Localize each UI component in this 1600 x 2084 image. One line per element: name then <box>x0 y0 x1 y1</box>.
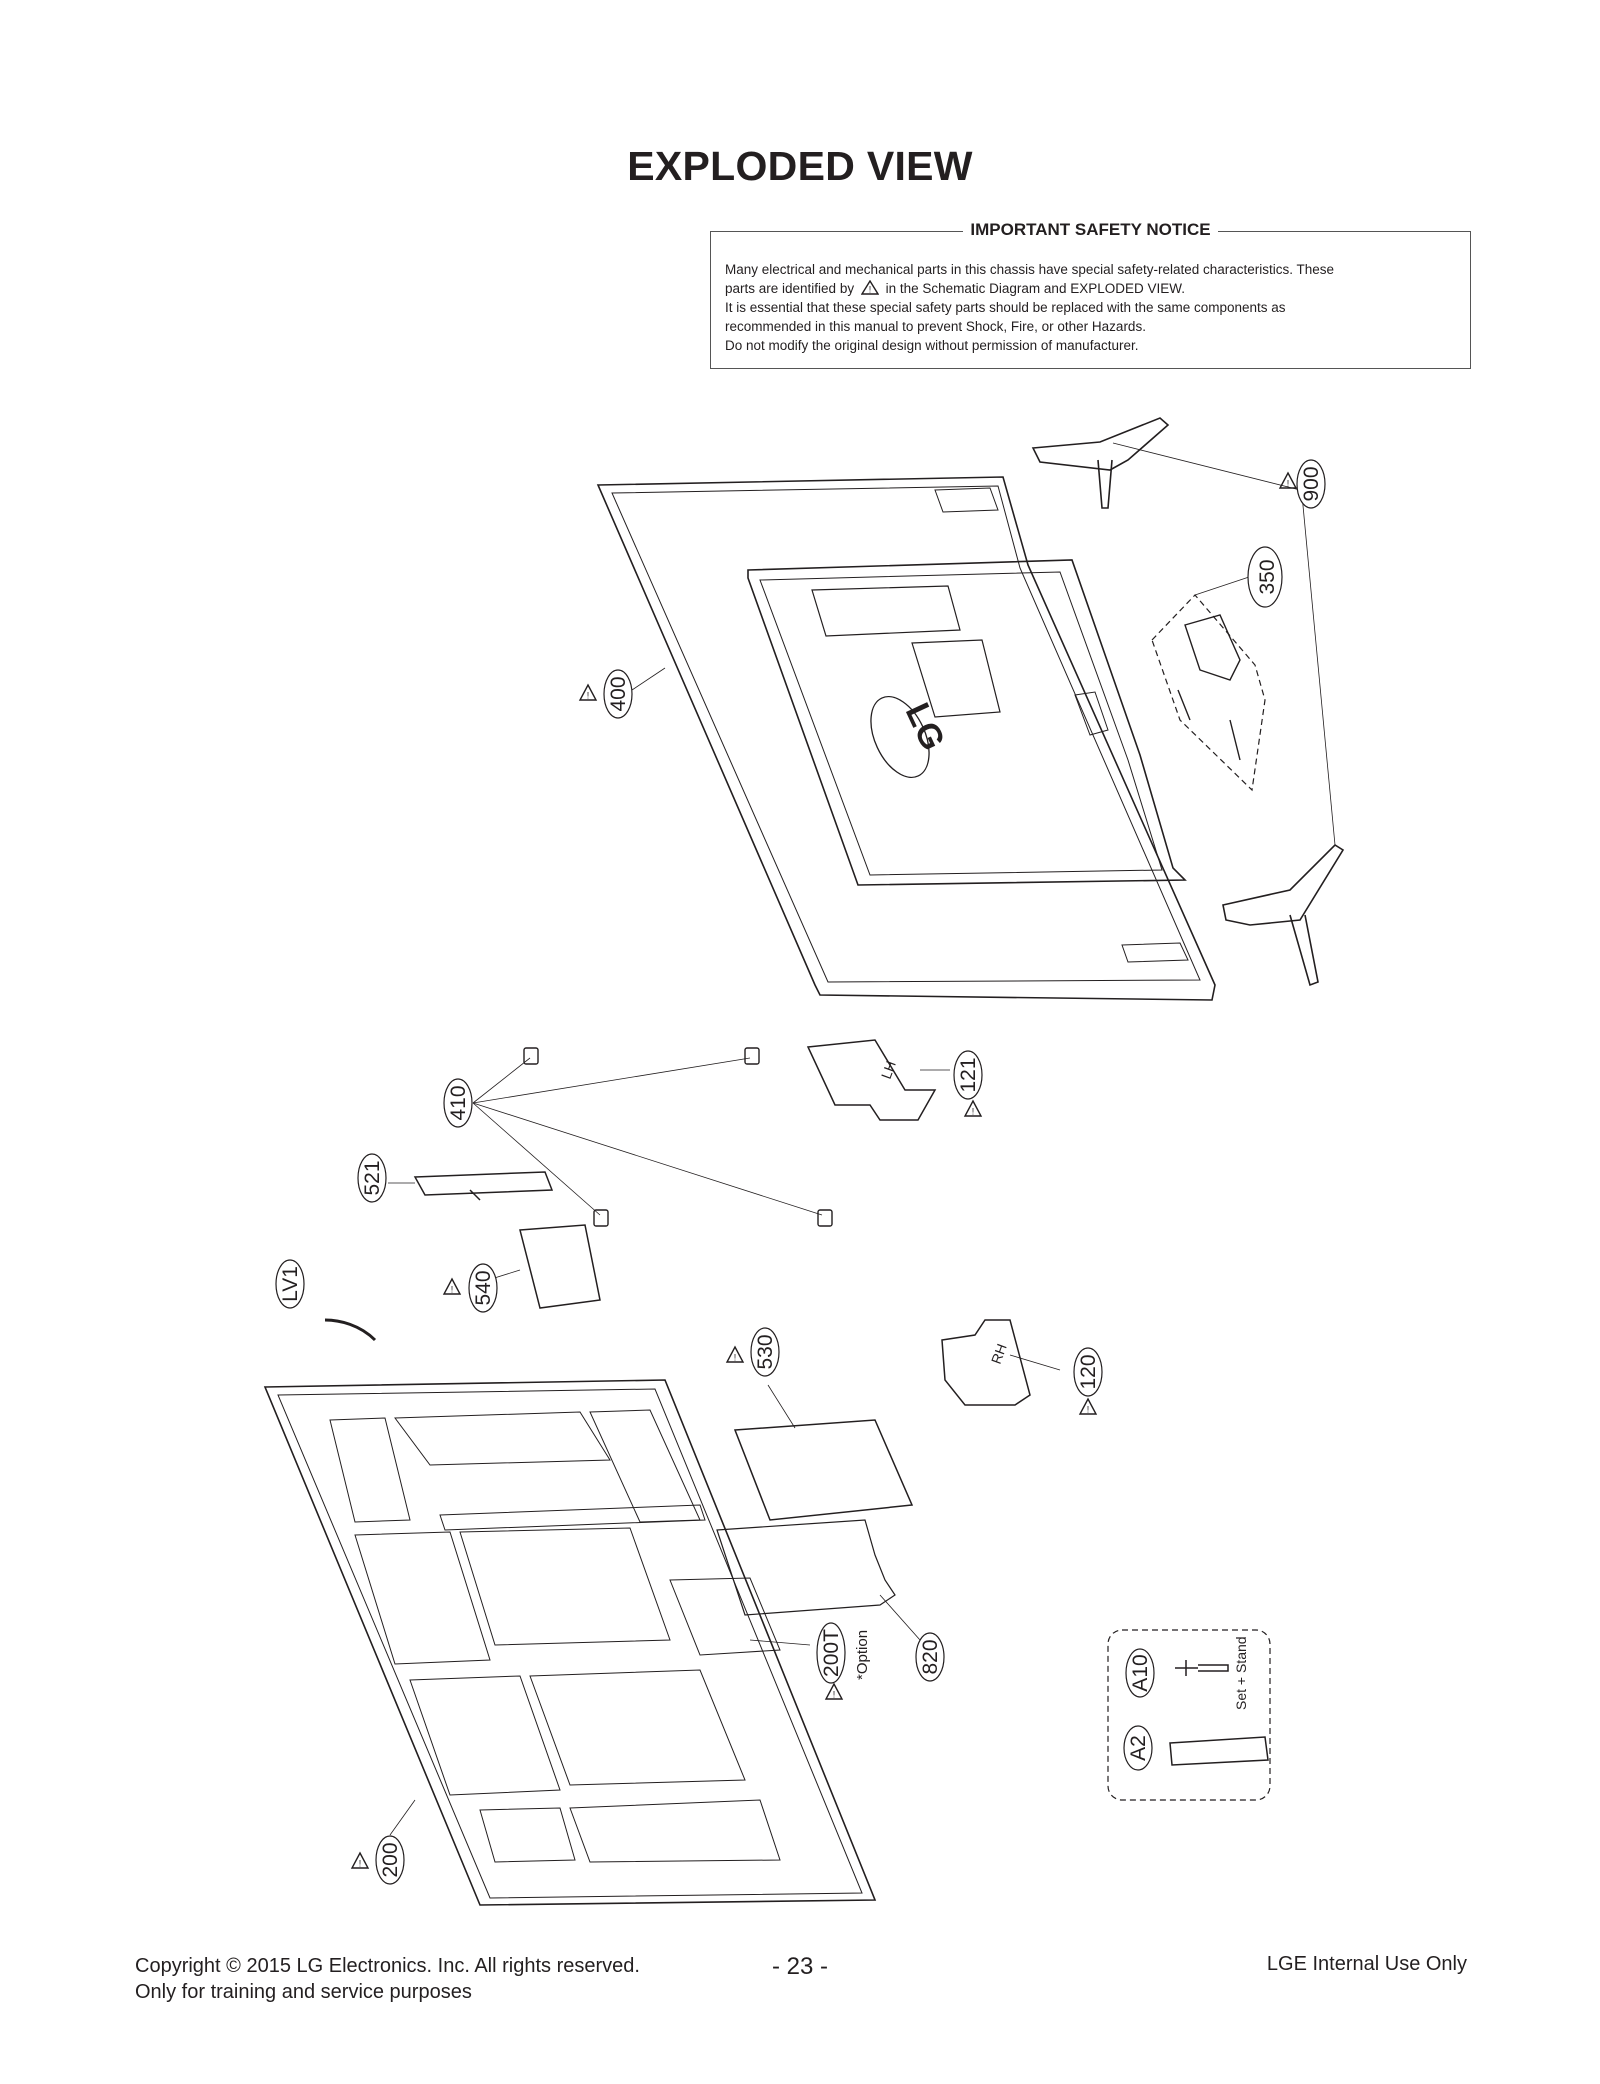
copyright-text: Copyright © 2015 LG Electronics. Inc. Al… <box>135 1955 640 1977</box>
rh-marking: RH <box>988 1342 1010 1366</box>
callout-lv1: LV1 <box>275 1259 305 1309</box>
callout-a2: A2 <box>1123 1725 1153 1771</box>
screw-parts <box>523 1047 833 1227</box>
back-cover-part <box>596 476 1216 1001</box>
callout-900: 900 <box>1296 459 1326 509</box>
warning-icon-200 <box>351 1852 369 1870</box>
svg-text:!: ! <box>869 285 872 295</box>
svg-text:521: 521 <box>361 1160 384 1195</box>
callout-400: 400 <box>603 669 633 719</box>
footer-left: Copyright © 2015 LG Electronics. Inc. Al… <box>135 1953 640 2005</box>
svg-text:A2: A2 <box>1127 1735 1150 1761</box>
page-title: EXPLODED VIEW <box>627 143 973 189</box>
warning-icon-120 <box>1079 1398 1097 1416</box>
stand-part <box>1031 417 1345 987</box>
svg-text:120: 120 <box>1077 1354 1100 1389</box>
svg-text:530: 530 <box>754 1334 777 1369</box>
svg-text:820: 820 <box>919 1639 942 1674</box>
notice-line-4: recommended in this manual to prevent Sh… <box>725 319 1146 334</box>
insulator-sheet-part <box>716 1519 896 1616</box>
warning-icon-400 <box>579 684 597 702</box>
svg-text:200T: 200T <box>820 1629 843 1677</box>
power-board-part <box>733 1419 914 1521</box>
notice-line-1: Many electrical and mechanical parts in … <box>725 262 1335 277</box>
page-number: - 23 - <box>771 1953 828 1980</box>
purpose-text: Only for training and service purposes <box>135 1981 472 2003</box>
safety-notice-body: Many electrical and mechanical parts in … <box>725 260 1456 355</box>
callout-350: 350 <box>1247 546 1283 608</box>
callout-410: 410 <box>443 1078 473 1128</box>
callout-120: 120 <box>1073 1347 1103 1397</box>
svg-text:900: 900 <box>1300 466 1323 501</box>
speaker-bracket-rh-part <box>941 1319 1031 1406</box>
callout-121: 121 <box>953 1050 983 1100</box>
svg-text:410: 410 <box>447 1085 470 1120</box>
option-note: *Option <box>854 1630 871 1680</box>
svg-text:LV1: LV1 <box>279 1266 302 1302</box>
svg-text:540: 540 <box>472 1270 495 1305</box>
svg-text:400: 400 <box>607 676 630 711</box>
warning-icon-900 <box>1279 472 1297 490</box>
screw-kit-part <box>1177 614 1241 761</box>
safety-notice-box: IMPORTANT SAFETY NOTICE Many electrical … <box>710 220 1471 369</box>
notice-line-3: It is essential that these special safet… <box>725 300 1286 315</box>
safety-notice-title: IMPORTANT SAFETY NOTICE <box>963 220 1218 239</box>
warning-icon-540 <box>443 1278 461 1296</box>
warning-icon-530 <box>726 1346 744 1364</box>
svg-text:200: 200 <box>379 1842 402 1877</box>
speaker-bracket-lh-part <box>806 1039 937 1121</box>
warning-icon-121 <box>964 1100 982 1118</box>
callout-820: 820 <box>915 1632 945 1682</box>
notice-line-2: parts are identified by ! in the Schemat… <box>725 279 1185 296</box>
notice-line-5: Do not modify the original design withou… <box>725 338 1139 353</box>
callout-530: 530 <box>750 1327 780 1377</box>
remote-a2-part <box>1169 1736 1269 1766</box>
svg-text:121: 121 <box>957 1057 980 1092</box>
callout-a10: A10 <box>1125 1648 1155 1698</box>
svg-text:350: 350 <box>1256 559 1279 594</box>
lcd-module-part <box>263 1379 877 1906</box>
main-board-part <box>519 1224 601 1309</box>
lh-marking: LH <box>878 1059 899 1081</box>
warning-icon-200t <box>825 1683 843 1701</box>
internal-use-text: LGE Internal Use Only <box>1266 1953 1467 1975</box>
set-stand-note: Set + Stand <box>1233 1636 1249 1710</box>
lg-logo-text: LG <box>898 697 952 756</box>
cable-part <box>324 1318 377 1342</box>
callout-200: 200 <box>375 1835 405 1885</box>
callout-521: 521 <box>357 1153 387 1203</box>
svg-text:A10: A10 <box>1129 1654 1152 1691</box>
callout-200t: 200T <box>816 1622 846 1684</box>
key-board-part <box>413 1171 554 1201</box>
warning-triangle-icon: ! <box>860 279 880 295</box>
screw-a10-part <box>1175 1660 1229 1676</box>
screw-kit-outline <box>1151 594 1266 792</box>
callout-540: 540 <box>468 1263 498 1313</box>
